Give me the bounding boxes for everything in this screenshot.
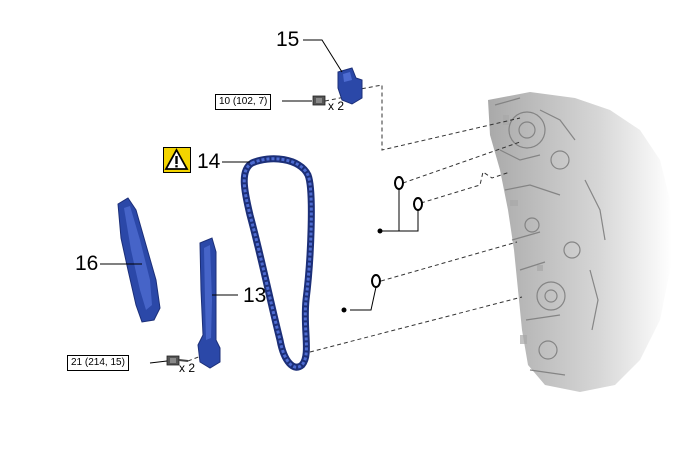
bolt-quantity-lower: x 2 [179, 361, 196, 375]
part-15-bracket [337, 67, 363, 105]
dashed-leader-lines [187, 84, 523, 362]
engine-block [488, 92, 672, 392]
o-ring-icon [371, 274, 381, 288]
apply-point-dot-icon [341, 307, 347, 313]
bolt-icon [312, 95, 326, 106]
o-ring-bracket-lines [350, 189, 419, 311]
bolt-icon [166, 355, 189, 366]
callout-part-14: 14 [197, 150, 221, 173]
callout-part-13: 13 [243, 284, 267, 307]
o-ring-icon [413, 197, 423, 211]
torque-spec-lower: 21 (214, 15) [67, 355, 129, 371]
apply-point-dot-icon [377, 228, 383, 234]
callout-part-15: 15 [276, 28, 300, 51]
callout-leaders [100, 39, 343, 364]
part-13-chain-guide [197, 237, 221, 369]
callout-part-16: 16 [75, 252, 99, 275]
caution-triangle-icon [163, 147, 191, 173]
part-14-timing-chain [240, 155, 315, 371]
part-16-tensioner-arm [117, 197, 161, 323]
torque-spec-upper: 10 (102, 7) [215, 94, 272, 110]
bolt-quantity-upper: x 2 [328, 99, 345, 113]
o-ring-icon [394, 176, 404, 190]
